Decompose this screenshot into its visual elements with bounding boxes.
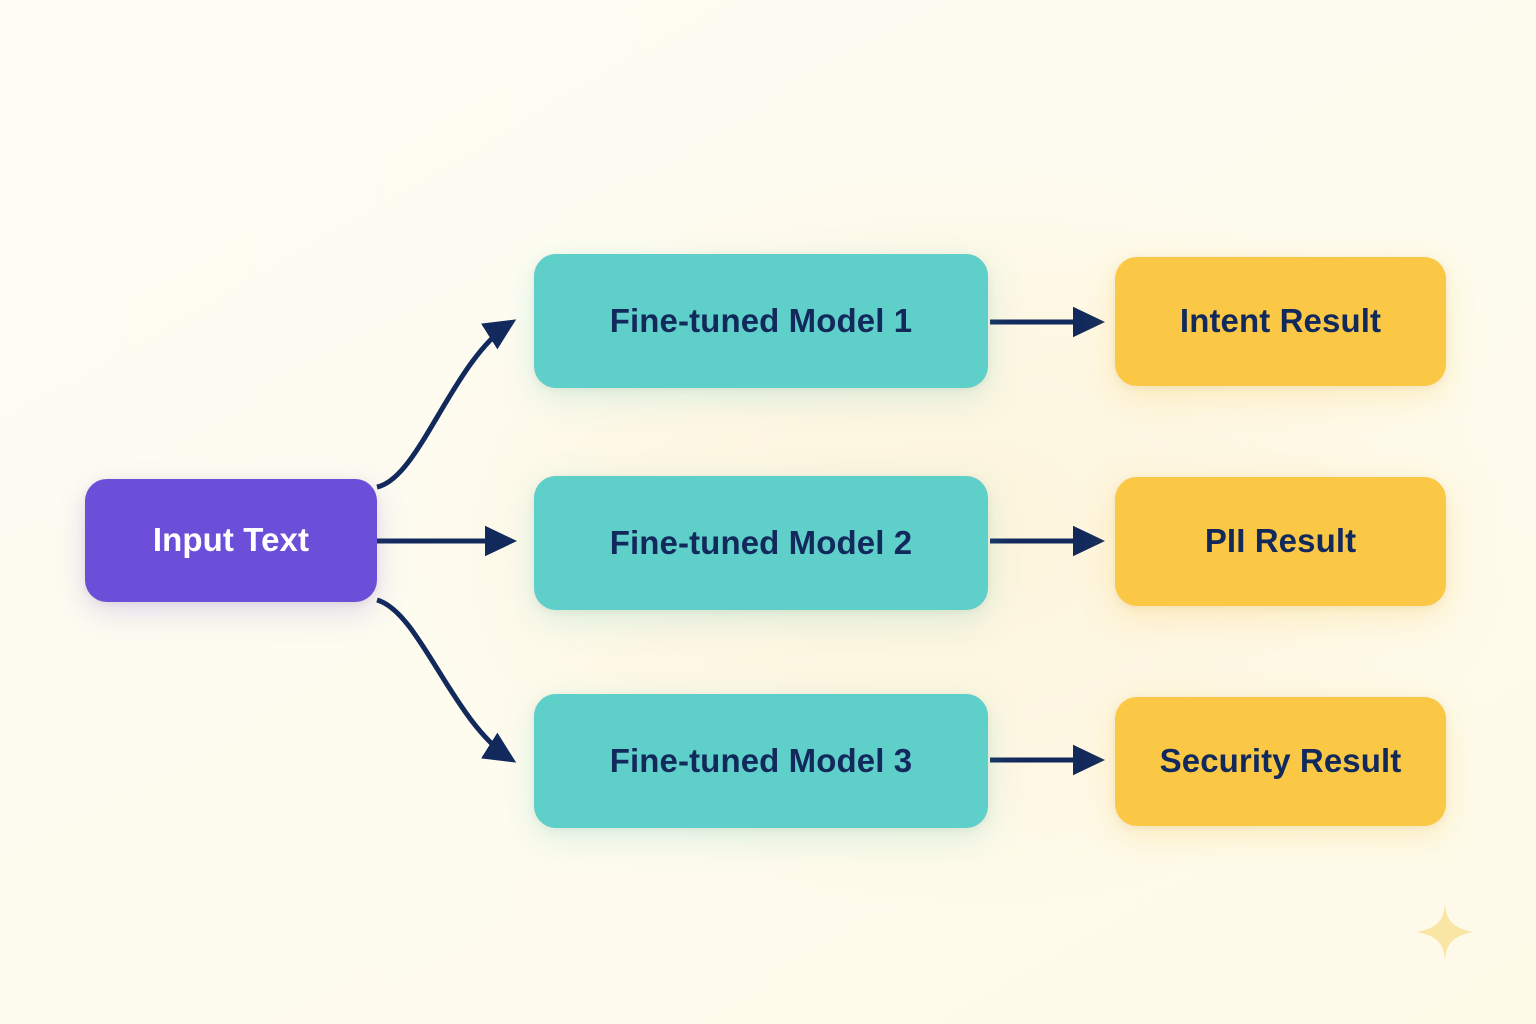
node-intent-result[interactable]: Intent Result <box>1115 257 1446 386</box>
node-fine-tuned-model-3[interactable]: Fine-tuned Model 3 <box>534 694 988 828</box>
node-intent-result-label: Intent Result <box>1179 302 1382 340</box>
node-fine-tuned-model-3-label: Fine-tuned Model 3 <box>609 741 913 779</box>
node-input-text[interactable]: Input Text <box>85 479 377 602</box>
node-input-text-label: Input Text <box>152 521 310 559</box>
node-fine-tuned-model-2[interactable]: Fine-tuned Model 2 <box>534 476 988 610</box>
edge-input-to-model-1 <box>376 319 517 490</box>
edge-input-to-model-3 <box>376 597 517 763</box>
node-security-result-label: Security Result <box>1159 742 1402 780</box>
node-security-result[interactable]: Security Result <box>1115 697 1446 826</box>
node-fine-tuned-model-2-label: Fine-tuned Model 2 <box>609 523 913 561</box>
node-pii-result[interactable]: PII Result <box>1115 477 1446 606</box>
node-fine-tuned-model-1-label: Fine-tuned Model 1 <box>609 301 913 339</box>
node-fine-tuned-model-1[interactable]: Fine-tuned Model 1 <box>534 254 988 388</box>
node-pii-result-label: PII Result <box>1204 522 1357 560</box>
sparkle-icon <box>1417 904 1473 960</box>
